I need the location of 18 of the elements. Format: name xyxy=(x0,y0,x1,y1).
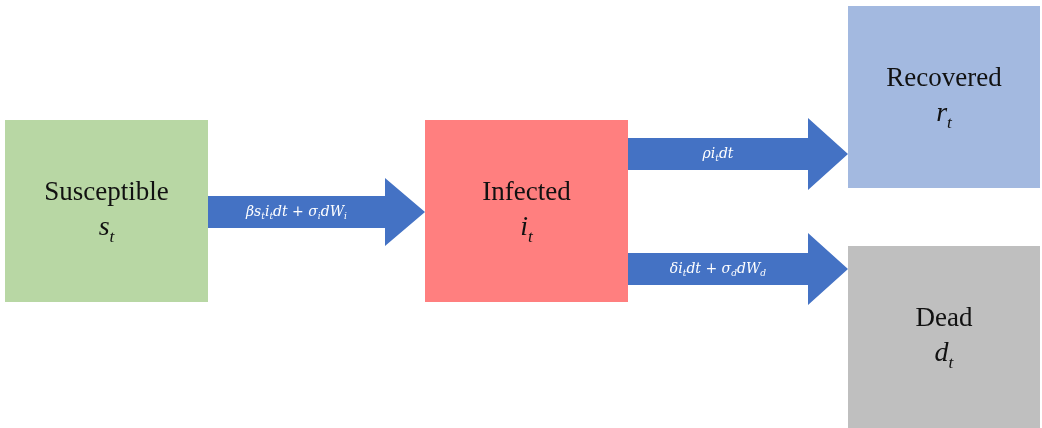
compartment-box xyxy=(425,120,628,302)
edge-label: ρi$_{t}$dt xyxy=(702,144,734,164)
block-arrow xyxy=(628,233,848,305)
block-arrow xyxy=(208,178,425,246)
block-arrow xyxy=(628,118,848,190)
compartment-name: Susceptible xyxy=(44,176,169,208)
compartment-name: Infected xyxy=(482,176,571,208)
state-variable: r$_{t}$ xyxy=(936,97,952,132)
state-variable: s$_{t}$ xyxy=(98,211,115,246)
compartment-name: Recovered xyxy=(886,62,1002,94)
compartment-box xyxy=(5,120,208,302)
state-variable: d$_{t}$ xyxy=(934,337,954,372)
compartment-box xyxy=(848,6,1040,188)
edge-label: βs$_{t}$i$_{t}$dt + σ$_{i}$dW$_{i}$ xyxy=(245,202,348,222)
compartment-name: Dead xyxy=(915,302,973,334)
compartment-box xyxy=(848,246,1040,428)
edge-label: δi$_{t}$dt + σ$_{d}$dW$_{d}$ xyxy=(669,259,767,279)
state-variable: i$_{t}$ xyxy=(520,211,533,246)
